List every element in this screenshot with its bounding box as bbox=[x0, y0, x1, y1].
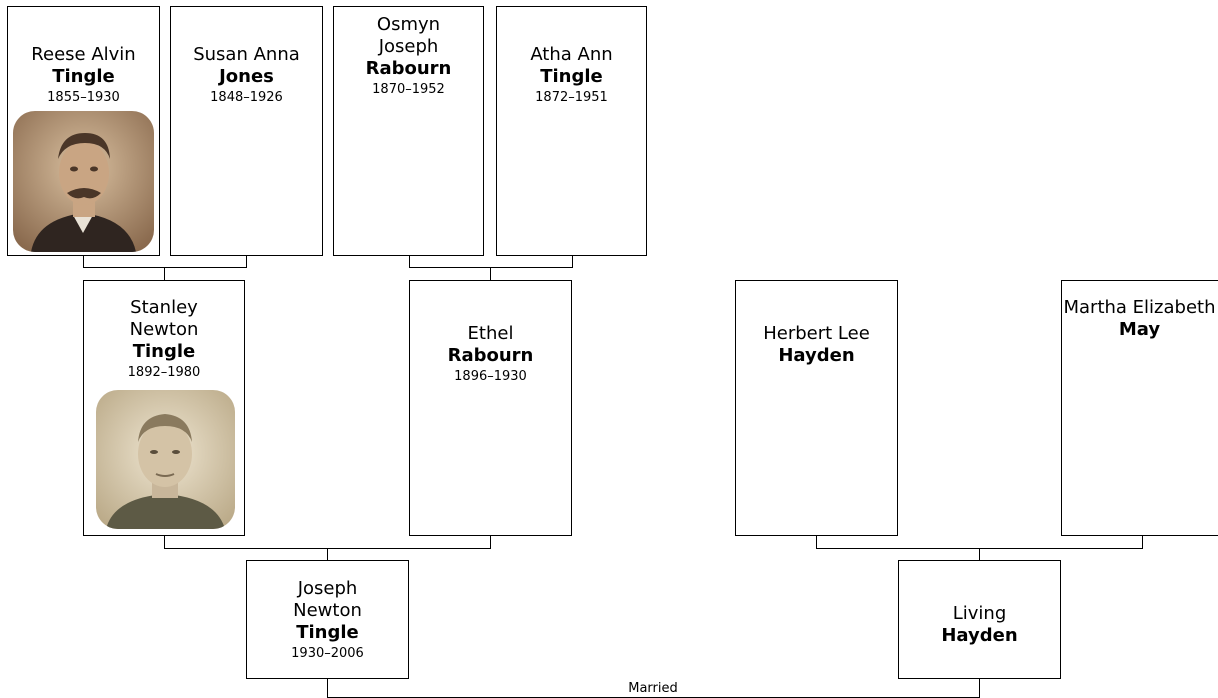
given-name: Osmyn Joseph bbox=[376, 14, 441, 57]
connector-line bbox=[164, 267, 165, 281]
person-card-joseph-newton-tingle[interactable]: Joseph Newton Tingle 1930–2006 bbox=[246, 560, 409, 679]
connector-line bbox=[1142, 536, 1143, 548]
surname: Hayden bbox=[941, 625, 1018, 646]
connector-line bbox=[83, 256, 84, 267]
person-card-atha-ann-tingle[interactable]: Atha Ann Tingle 1872–1951 bbox=[496, 6, 647, 256]
surname: Tingle bbox=[132, 341, 196, 362]
person-card-osmyn-joseph-rabourn[interactable]: Osmyn Joseph Rabourn 1870–1952 bbox=[333, 6, 484, 256]
connector-line bbox=[979, 548, 980, 561]
given-name: Atha Ann bbox=[530, 44, 613, 65]
given-name: Martha Elizabeth bbox=[1063, 297, 1216, 318]
person-card-susan-anna-jones[interactable]: Susan Anna Jones 1848–1926 bbox=[170, 6, 323, 256]
life-dates: 1896–1930 bbox=[454, 369, 527, 384]
given-name: Susan Anna bbox=[193, 44, 300, 65]
marriage-line bbox=[979, 679, 980, 698]
connector-line bbox=[409, 267, 573, 268]
given-name: Stanley Newton bbox=[129, 297, 199, 340]
connector-line bbox=[327, 548, 328, 561]
given-name: Herbert Lee bbox=[763, 323, 870, 344]
life-dates: 1855–1930 bbox=[47, 90, 120, 105]
person-card-stanley-newton-tingle[interactable]: Stanley Newton Tingle 1892–1980 bbox=[83, 280, 245, 536]
person-card-martha-elizabeth-may[interactable]: Martha Elizabeth May bbox=[1061, 280, 1218, 536]
person-card-living-hayden[interactable]: Living Hayden bbox=[898, 560, 1061, 679]
surname: Rabourn bbox=[365, 58, 452, 79]
surname: Rabourn bbox=[447, 345, 534, 366]
given-name: Ethel bbox=[467, 323, 514, 344]
life-dates: 1892–1980 bbox=[127, 365, 201, 380]
person-card-reese-alvin-tingle[interactable]: Reese Alvin Tingle 1855–1930 bbox=[7, 6, 160, 256]
life-dates: 1930–2006 bbox=[291, 646, 364, 661]
surname: Jones bbox=[219, 66, 274, 87]
given-name: Reese Alvin bbox=[31, 44, 136, 65]
connector-line bbox=[490, 536, 491, 548]
relationship-label: Married bbox=[628, 681, 678, 696]
surname: Tingle bbox=[52, 66, 115, 87]
connector-line bbox=[572, 256, 573, 267]
life-dates: 1872–1951 bbox=[535, 90, 608, 105]
surname: Tingle bbox=[296, 622, 359, 643]
connector-line bbox=[816, 536, 817, 548]
connector-line bbox=[83, 267, 247, 268]
portrait-photo bbox=[13, 111, 154, 252]
given-name: Living bbox=[952, 603, 1007, 624]
life-dates: 1848–1926 bbox=[210, 90, 283, 105]
connector-line bbox=[246, 256, 247, 267]
marriage-line bbox=[327, 679, 328, 698]
connector-line bbox=[409, 256, 410, 267]
surname: May bbox=[1118, 319, 1161, 340]
given-name: Joseph Newton bbox=[293, 578, 362, 621]
portrait-photo bbox=[96, 390, 235, 529]
person-card-herbert-lee-hayden[interactable]: Herbert Lee Hayden bbox=[735, 280, 898, 536]
connector-line bbox=[164, 536, 165, 548]
life-dates: 1870–1952 bbox=[372, 82, 445, 97]
surname: Tingle bbox=[540, 66, 603, 87]
person-card-ethel-rabourn[interactable]: Ethel Rabourn 1896–1930 bbox=[409, 280, 572, 536]
surname: Hayden bbox=[778, 345, 855, 366]
connector-line bbox=[490, 267, 491, 281]
